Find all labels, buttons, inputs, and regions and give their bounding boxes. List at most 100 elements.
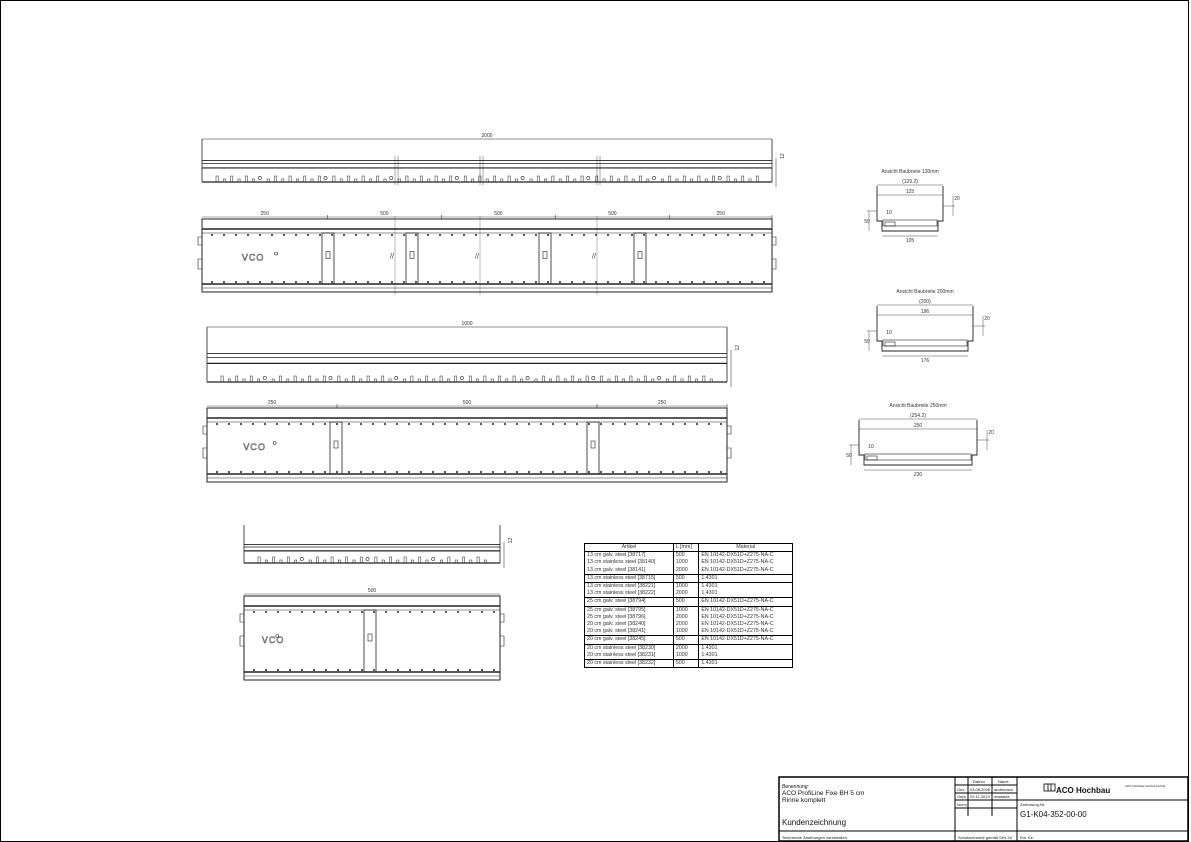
side-2000-slot	[617, 178, 620, 183]
side-2000-slot	[485, 178, 489, 183]
side-2000-slot	[690, 178, 693, 183]
side-500-slot	[403, 556, 407, 564]
top-1000-rivet	[275, 422, 278, 425]
side-2000-slot	[369, 178, 372, 183]
side-1000-hole	[459, 376, 464, 380]
side-500-slot	[381, 559, 385, 564]
top-2000-rivet	[667, 233, 670, 236]
side-2000-slot	[544, 178, 547, 183]
top-2000-rivet	[751, 280, 754, 283]
top-1000-rivet	[528, 470, 531, 473]
side-2000-slot	[507, 175, 511, 183]
top-2000-rivet	[510, 233, 513, 236]
artikel-cell: 20 cm stainless steel [38230]	[584, 643, 674, 652]
top-1000-rivet	[263, 470, 266, 473]
top-2000-rivet	[318, 233, 321, 236]
top-1000-rivet	[443, 470, 446, 473]
material-cell: EN 10142-DX51D+Z275-NA-C	[698, 566, 793, 575]
side-1000-slot	[702, 375, 706, 383]
artikel-cell: 20 cm stainless steel [38231]	[584, 651, 674, 660]
side-2000-height-label: 12	[780, 153, 786, 159]
length-cell: 1000	[672, 582, 700, 591]
top-1000-segment-label: 250	[268, 400, 277, 406]
length-cell: 2000	[672, 621, 700, 629]
top-2000-rivet	[655, 233, 658, 236]
side-1000-slot	[636, 378, 640, 383]
top-2000-rivet	[703, 233, 706, 236]
top-1000-segment-label: 250	[658, 400, 667, 406]
top-2000-rivet	[414, 280, 417, 283]
section-250-latch	[866, 455, 878, 461]
top-1000-hole	[272, 441, 277, 445]
top-1000-rivet	[612, 422, 615, 425]
side-1000-slot	[425, 375, 428, 383]
top-2000-rivet	[366, 280, 369, 283]
top-1000-rivet	[588, 422, 591, 425]
top-1000-end-connector	[202, 425, 208, 459]
side-2000-hole	[586, 176, 591, 180]
section-130-profile	[876, 186, 944, 232]
top-2000-rivet	[607, 280, 610, 283]
side-1000-slot	[257, 378, 260, 383]
side-1000-slot	[549, 378, 552, 383]
top-2000-rivet	[763, 280, 766, 283]
section-130-grate	[882, 219, 938, 227]
top-500-rivet	[456, 611, 459, 614]
top-500-rivet	[444, 669, 447, 672]
section-250-height-label: 50	[846, 453, 852, 459]
side-1000-slot	[607, 378, 611, 383]
top-1000-rivet	[431, 470, 434, 473]
top-1000-rivet	[672, 470, 675, 473]
top-1000-rivet	[624, 470, 627, 473]
top-1000-rivet	[467, 422, 470, 425]
side-2000-slot	[427, 178, 431, 183]
side-1000-slot	[622, 378, 625, 383]
top-500-rivet	[252, 669, 255, 672]
top-2000-rivet	[222, 280, 225, 283]
top-2000-segment-label: 500	[380, 211, 389, 217]
side-1000-slot	[498, 375, 501, 383]
side-2000-slot	[405, 175, 409, 183]
top-2000-rivet	[535, 280, 538, 283]
side-2000-slot	[493, 175, 496, 183]
side-2000-slot	[471, 178, 474, 183]
top-500-rivet	[372, 669, 375, 672]
side-500-height-label: 12	[508, 538, 514, 544]
side-1000-slot	[308, 375, 312, 383]
top-2000-rivet	[246, 280, 249, 283]
top-2000-rivet	[727, 280, 730, 283]
side-1000-slot	[512, 375, 516, 383]
side-2000-slot	[624, 175, 628, 183]
top-1000-rivet	[696, 470, 699, 473]
section-250-bottom-label: 230	[914, 472, 923, 478]
length-cell: 500	[672, 597, 700, 607]
side-500-slot	[294, 559, 297, 564]
top-2000-hole	[274, 251, 278, 256]
length-cell: 2000	[672, 566, 700, 575]
top-500-end-connector	[499, 613, 505, 647]
top-2000-rivet	[210, 233, 213, 236]
protection-note: Schutzvermerk gemäß DIN 34	[958, 835, 1013, 840]
side-500-slot	[484, 559, 487, 564]
side-2000-slot	[310, 178, 314, 183]
side-1000-slot	[695, 378, 698, 383]
side-1000-slot	[249, 375, 253, 383]
top-1000-rivet	[491, 422, 494, 425]
side-2000-slot	[230, 175, 234, 183]
row-gez: Gez.	[957, 787, 965, 792]
side-2000-hole	[717, 176, 722, 180]
side-1000-slot	[490, 378, 494, 383]
side-2000-hole	[257, 176, 262, 180]
top-2000-rivet	[619, 233, 622, 236]
side-500-hole	[365, 557, 370, 561]
length-cell: 500	[672, 573, 700, 583]
side-2000-hole	[389, 176, 394, 180]
top-2000-rivet	[366, 233, 369, 236]
side-2000-slot	[631, 178, 635, 183]
top-2000-rivet	[342, 280, 345, 283]
top-1000-rivet	[516, 422, 519, 425]
